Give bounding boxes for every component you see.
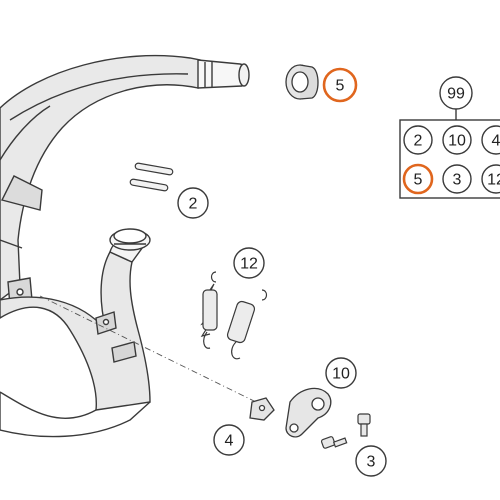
leader-line xyxy=(39,295,257,403)
svg-text:12: 12 xyxy=(487,172,500,189)
svg-text:2: 2 xyxy=(189,196,198,213)
svg-text:3: 3 xyxy=(453,172,462,189)
seal-strips xyxy=(129,162,174,192)
kit-item-5[interactable]: 5 xyxy=(402,163,434,195)
svg-text:3: 3 xyxy=(367,454,376,471)
svg-text:2: 2 xyxy=(414,133,423,150)
clamp-bracket xyxy=(249,397,275,421)
kit-item-3[interactable]: 3 xyxy=(442,164,472,194)
callout-12[interactable]: 12 xyxy=(233,247,265,279)
bushing-part xyxy=(285,64,319,100)
callout-5-top[interactable]: 5 xyxy=(322,67,358,103)
holder-arm xyxy=(285,387,332,438)
callout-2[interactable]: 2 xyxy=(177,187,209,219)
svg-text:12: 12 xyxy=(240,256,258,273)
bolts xyxy=(320,413,371,449)
kit-item-4[interactable]: 4 xyxy=(481,125,500,155)
callout-4[interactable]: 4 xyxy=(213,424,245,456)
kit-callout-99[interactable]: 99 xyxy=(439,76,473,110)
header-pipe xyxy=(0,228,151,438)
svg-text:5: 5 xyxy=(336,78,345,95)
kit-item-12[interactable]: 12 xyxy=(481,164,500,194)
kit-item-2[interactable]: 2 xyxy=(403,125,433,155)
svg-text:4: 4 xyxy=(492,133,500,150)
svg-text:5: 5 xyxy=(414,172,423,189)
springs xyxy=(200,271,268,360)
callout-3[interactable]: 3 xyxy=(355,445,387,477)
svg-text:10: 10 xyxy=(332,366,350,383)
kit-group: 99 2 10 4 5 3 12 xyxy=(399,76,500,199)
exhaust-pipe xyxy=(0,54,250,307)
svg-text:4: 4 xyxy=(225,433,234,450)
callout-10[interactable]: 10 xyxy=(325,357,357,389)
kit-item-10[interactable]: 10 xyxy=(442,125,472,155)
svg-text:99: 99 xyxy=(447,86,465,103)
svg-text:10: 10 xyxy=(448,133,466,150)
